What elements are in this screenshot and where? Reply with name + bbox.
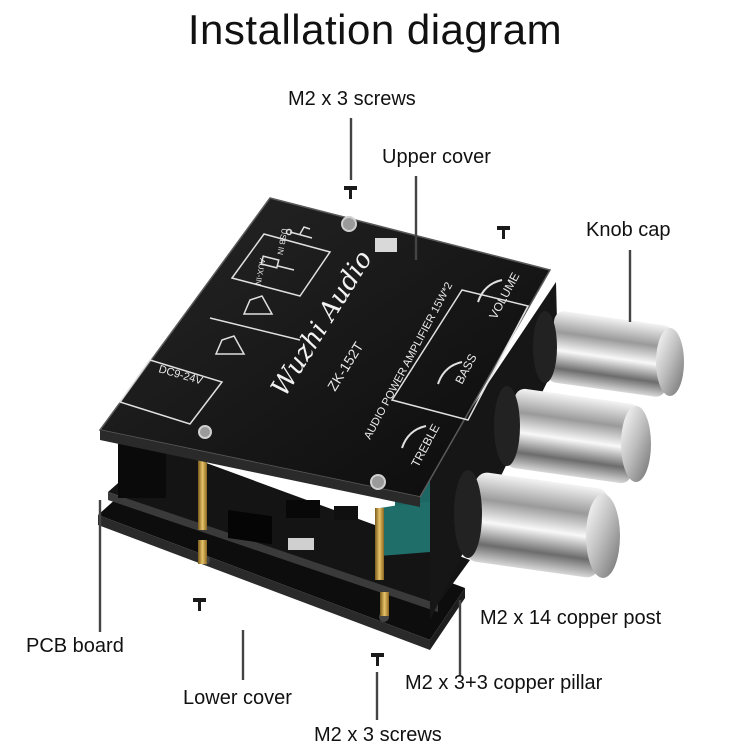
- callout-upper-cover: Upper cover: [382, 146, 491, 168]
- upper-cover: Wuzhi Audio ZK-152T AUDIO POWER AMPLIFIE…: [98, 197, 552, 507]
- usb-icon: [285, 226, 313, 239]
- potentiometer-body: [380, 500, 430, 556]
- screw-icon: [344, 186, 357, 199]
- speaker-icon: [214, 295, 274, 355]
- headphone-jack-icon: [260, 255, 295, 271]
- callout-screws-bottom: M2 x 3 screws: [314, 724, 442, 746]
- callout-pcb-board: PCB board: [26, 635, 124, 657]
- copper-posts: [198, 455, 389, 616]
- page-title: Installation diagram: [187, 6, 563, 53]
- knob-arrow-icons: [401, 279, 503, 449]
- screw-icon: [497, 226, 510, 239]
- callout-knob-cap: Knob cap: [586, 219, 671, 241]
- knob-treble: [454, 470, 620, 578]
- knob-bass: [494, 386, 651, 484]
- callout-copper-post: M2 x 14 copper post: [480, 607, 662, 629]
- screw-icon: [371, 653, 384, 666]
- callout-screws-top: M2 x 3 screws: [288, 88, 416, 110]
- screw-icon: [193, 598, 206, 611]
- smd-component: [288, 538, 314, 550]
- knob-volume: [533, 311, 684, 397]
- chip-component: [286, 500, 320, 518]
- indicator-sticker: [375, 238, 397, 252]
- callout-lower-cover: Lower cover: [183, 687, 292, 709]
- inductor-component: [228, 510, 272, 545]
- callout-copper-pillar: M2 x 3+3 copper pillar: [405, 672, 603, 694]
